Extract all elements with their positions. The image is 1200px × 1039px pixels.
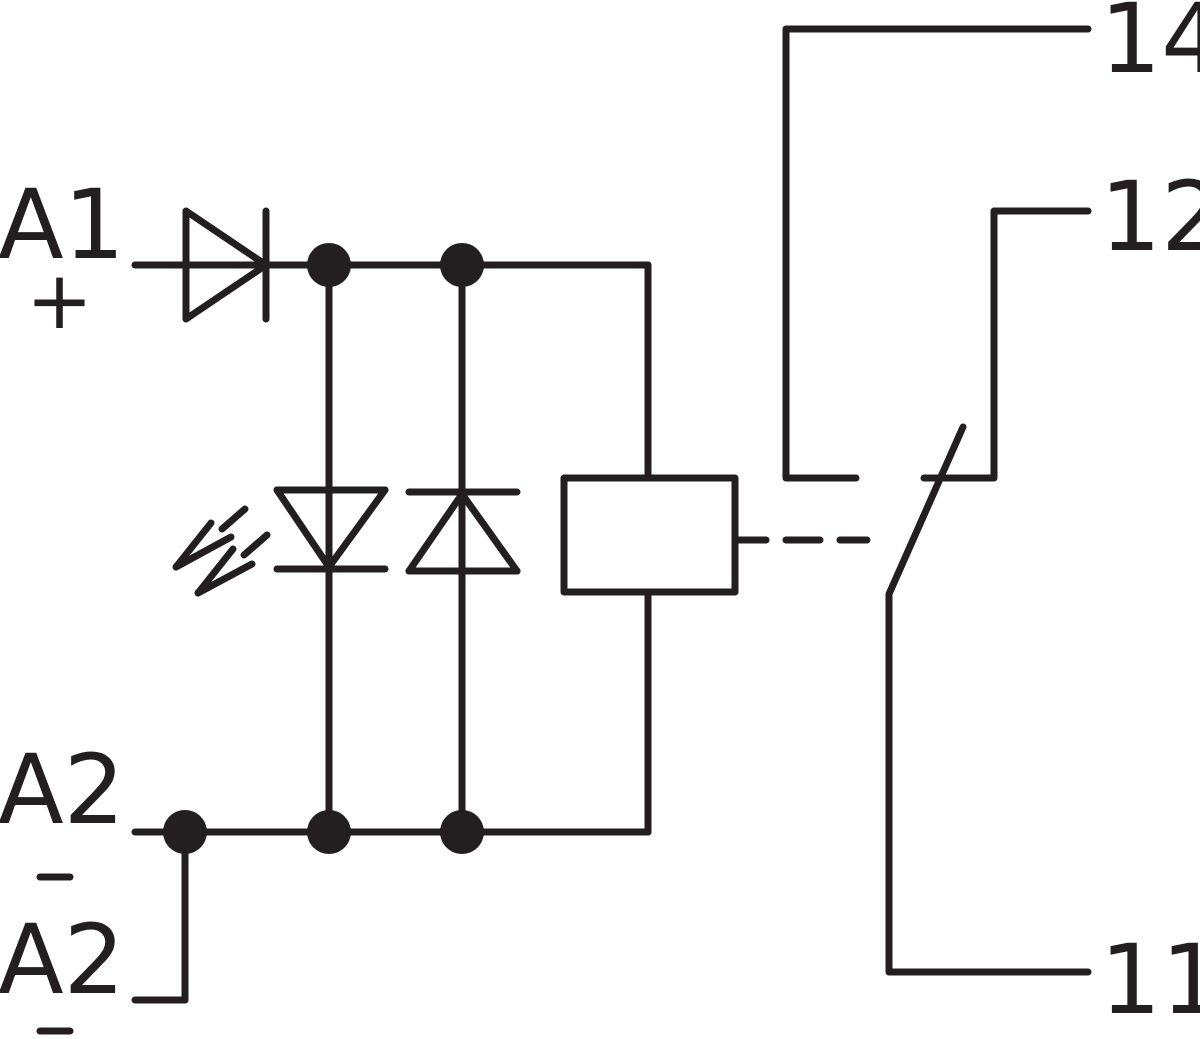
- label-a2-bottom: A2: [0, 904, 125, 1016]
- relay-coil: [560, 474, 739, 596]
- label-terminal-11: 11: [1100, 924, 1200, 1036]
- bottom-rail: [131, 588, 652, 1004]
- junction-dot: [440, 243, 484, 287]
- freewheel-diode-branch: [405, 261, 521, 836]
- top-rail: [131, 261, 652, 482]
- input-diode-icon: [182, 207, 270, 323]
- label-a2-bottom-polarity: –: [36, 975, 76, 1039]
- junction-dot: [307, 243, 351, 287]
- led-light-arrows-icon: [172, 505, 271, 597]
- label-a2-top-polarity: –: [36, 821, 76, 914]
- label-terminal-12: 12: [1100, 161, 1200, 273]
- label-terminal-14: 14: [1100, 0, 1200, 95]
- junction-dot: [163, 810, 207, 854]
- led-branch: [273, 261, 389, 836]
- label-a1-polarity: +: [26, 254, 93, 347]
- junction-dot: [440, 810, 484, 854]
- label-a2-top: A2: [0, 734, 125, 846]
- changeover-contact: [782, 25, 1092, 976]
- label-a1: A1: [0, 169, 125, 281]
- junction-dot: [307, 810, 351, 854]
